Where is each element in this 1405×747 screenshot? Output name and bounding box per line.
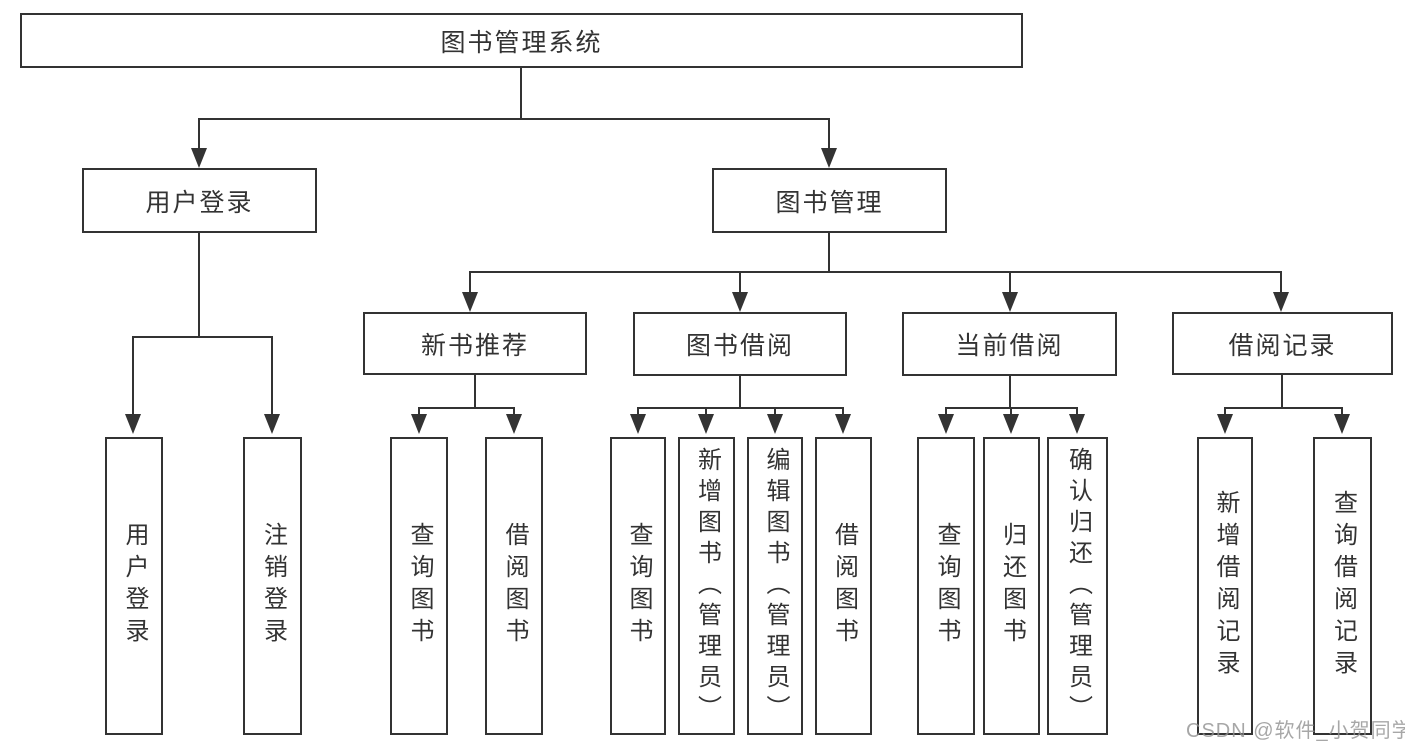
connector-line: [132, 336, 134, 416]
arrowhead: [1334, 414, 1350, 434]
leaf-add-borrow-record: 新增借阅记录: [1197, 437, 1253, 735]
arrowhead: [1217, 414, 1233, 434]
arrowhead: [698, 414, 714, 434]
arrowhead: [191, 148, 207, 168]
connector-line: [198, 233, 200, 338]
node-book-borrowing: 图书借阅: [633, 312, 847, 376]
node-user-login: 用户登录: [82, 168, 317, 233]
leaf-confirm-return-admin: 确认归还（管理员）: [1047, 437, 1108, 735]
leaf-return-books: 归还图书: [983, 437, 1040, 735]
leaf-edit-books-admin: 编辑图书（管理员）: [747, 437, 803, 735]
connector-line: [739, 376, 741, 409]
arrowhead: [1069, 414, 1085, 434]
connector-line: [1009, 376, 1011, 409]
connector-line: [1224, 407, 1343, 409]
connector-line: [1224, 407, 1226, 417]
leaf-logout: 注销登录: [243, 437, 302, 735]
connector-line: [739, 271, 741, 293]
leaf-query-borrow-record: 查询借阅记录: [1313, 437, 1372, 735]
arrowhead: [411, 414, 427, 434]
node-borrowing-records: 借阅记录: [1172, 312, 1393, 375]
connector-line: [513, 407, 515, 417]
connector-line: [1280, 271, 1282, 293]
connector-line: [828, 118, 830, 152]
arrowhead: [1273, 292, 1289, 312]
connector-line: [1341, 407, 1343, 417]
arrowhead: [506, 414, 522, 434]
arrowhead: [767, 414, 783, 434]
arrowhead: [1002, 292, 1018, 312]
leaf-add-books-admin: 新增图书（管理员）: [678, 437, 735, 735]
node-library-system: 图书管理系统: [20, 13, 1023, 68]
connector-line: [637, 407, 844, 409]
arrowhead: [264, 414, 280, 434]
watermark: CSDN @软件_小贺同学: [1186, 720, 1405, 742]
connector-line: [637, 407, 639, 417]
arrowhead: [938, 414, 954, 434]
connector-line: [1010, 407, 1012, 417]
arrowhead: [630, 414, 646, 434]
leaf-borrow-books-recommend: 借阅图书: [485, 437, 543, 735]
leaf-user-login: 用户登录: [105, 437, 163, 735]
connector-line: [774, 407, 776, 417]
connector-line: [469, 271, 1282, 273]
connector-line: [418, 407, 515, 409]
connector-line: [1009, 271, 1011, 293]
arrowhead: [125, 414, 141, 434]
arrowhead: [1003, 414, 1019, 434]
node-new-book-recommend: 新书推荐: [363, 312, 587, 375]
connector-line: [828, 233, 830, 273]
connector-line: [842, 407, 844, 417]
leaf-query-books-current: 查询图书: [917, 437, 975, 735]
arrowhead: [821, 148, 837, 168]
connector-line: [198, 118, 830, 120]
connector-line: [271, 336, 273, 416]
leaf-query-books-borrowing: 查询图书: [610, 437, 666, 735]
node-book-management: 图书管理: [712, 168, 947, 233]
connector-line: [1281, 375, 1283, 409]
connector-line: [474, 375, 476, 409]
leaf-query-books-recommend: 查询图书: [390, 437, 448, 735]
connector-line: [1076, 407, 1078, 417]
connector-line: [418, 407, 420, 417]
connector-line: [945, 407, 947, 417]
arrowhead: [462, 292, 478, 312]
connector-line: [705, 407, 707, 417]
arrowhead: [732, 292, 748, 312]
connector-line: [520, 68, 522, 119]
connector-line: [133, 336, 273, 338]
arrowhead: [835, 414, 851, 434]
connector-line: [469, 271, 471, 293]
connector-line: [198, 118, 200, 152]
leaf-borrow-books-borrowing: 借阅图书: [815, 437, 872, 735]
node-current-borrowing: 当前借阅: [902, 312, 1117, 376]
